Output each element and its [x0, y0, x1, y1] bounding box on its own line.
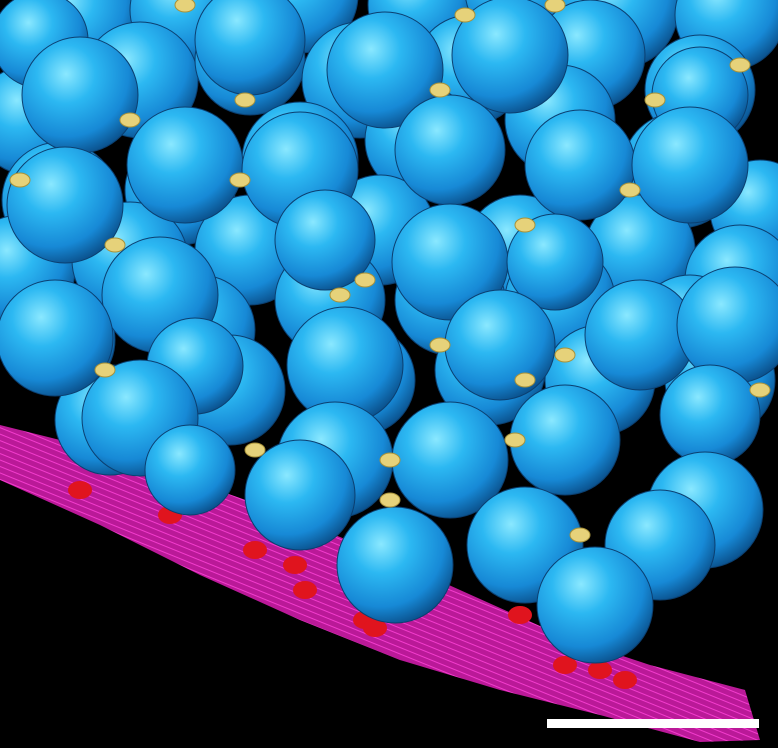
particle: [504, 432, 526, 448]
vesicle-cluster: [0, 0, 778, 664]
particle: [454, 7, 476, 23]
vesicle-sphere: [144, 424, 236, 516]
vesicle-sphere: [6, 146, 124, 264]
vesicle-sphere: [451, 0, 569, 114]
particle: [619, 182, 641, 198]
contact-sites: [68, 481, 637, 689]
particle: [514, 217, 536, 233]
vesicle-sphere: [524, 109, 636, 221]
particle: [9, 172, 31, 188]
vesicle-sphere: [506, 213, 604, 311]
vesicle-sphere: [509, 384, 621, 496]
particle: [429, 337, 451, 353]
particle: [119, 112, 141, 128]
vesicle-sphere: [536, 546, 654, 664]
particle: [514, 372, 536, 388]
vesicle-sphere: [21, 36, 139, 154]
particle: [229, 172, 251, 188]
vesicle-sphere: [659, 364, 761, 466]
vesicle-sphere: [631, 106, 749, 224]
contact-site: [283, 556, 307, 574]
particle: [729, 57, 751, 73]
vesicle-sphere: [326, 11, 444, 129]
vesicle-sphere: [394, 94, 506, 206]
contact-site: [363, 619, 387, 637]
vesicle-sphere: [336, 506, 454, 624]
particle: [379, 452, 401, 468]
particle: [644, 92, 666, 108]
vesicle-sphere: [126, 106, 244, 224]
contact-site: [68, 481, 92, 499]
contact-site: [243, 541, 267, 559]
particle: [569, 527, 591, 543]
particle: [354, 272, 376, 288]
particle: [429, 82, 451, 98]
particle: [379, 492, 401, 508]
particle: [94, 362, 116, 378]
particle: [104, 237, 126, 253]
contact-site: [508, 606, 532, 624]
scale-bar: [547, 719, 759, 728]
contact-site: [553, 656, 577, 674]
contact-site: [293, 581, 317, 599]
particle: [174, 0, 196, 13]
particle: [544, 0, 566, 13]
contact-site: [613, 671, 637, 689]
particle: [554, 347, 576, 363]
particle: [244, 442, 266, 458]
particle: [329, 287, 351, 303]
vesicle-sphere: [274, 189, 376, 291]
particle: [234, 92, 256, 108]
particle: [749, 382, 771, 398]
vesicle-sphere: [444, 289, 556, 401]
vesicle-sphere: [0, 279, 114, 397]
contact-site: [588, 661, 612, 679]
particle-cluster: [9, 0, 771, 543]
vesicle-sphere: [244, 439, 356, 551]
